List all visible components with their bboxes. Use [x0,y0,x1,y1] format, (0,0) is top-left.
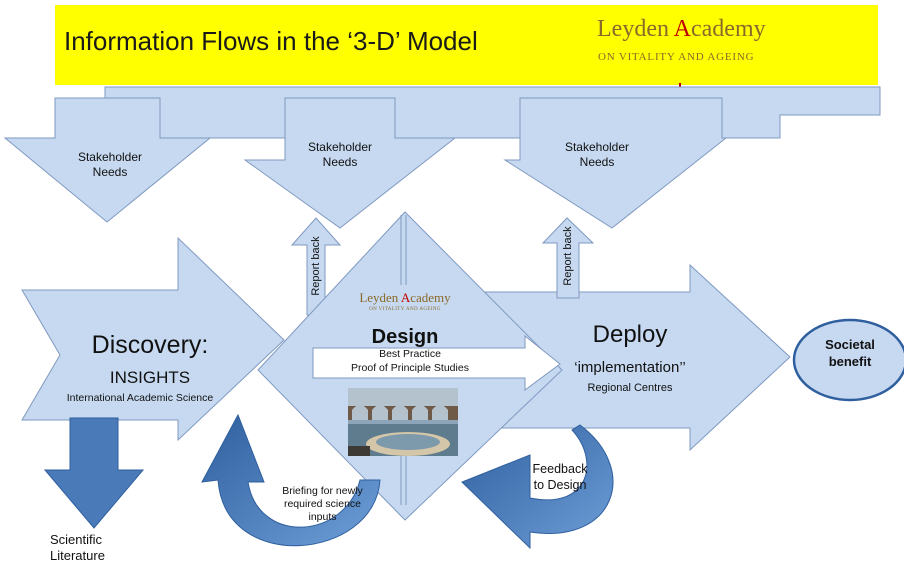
stakeholder-needs-arrow-1 [3,97,212,223]
deploy-detail: Regional Centres [587,382,673,394]
brand-tagline: ON VITALITY AND AGEING [598,51,755,63]
brand-accent: A [673,16,691,42]
design-logo-tagline: ON VITALITY AND AGEING [369,307,441,312]
title-banner [55,5,878,85]
discovery-subtitle: INSIGHTS [109,368,191,387]
discovery-title: Discovery: [91,331,209,359]
report-back-arrow-2 [541,217,595,299]
brand-prefix: Leyden [597,16,674,42]
report-back-label-2: Report back [562,226,574,286]
deploy-title: Deploy [592,321,668,348]
bridge-photo [348,388,458,456]
briefing-curved-arrow [201,413,381,547]
stakeholder-band [104,86,881,139]
stakeholder-needs-arrow-2 [243,97,457,229]
stakeholder-needs-label-1: Stakeholder Needs [77,150,143,179]
literature-arrow [43,417,145,529]
page-title: Information Flows in the ‘3-D’ Model [64,26,478,56]
stakeholder-needs-label-3: Stakeholder Needs [564,140,630,169]
design-title: Design [371,326,439,348]
scientific-literature-label: Scientific Literature [50,532,105,564]
design-logo: Leyden Academy [340,290,470,306]
red-mark [679,83,681,87]
design-logo-prefix: Leyden [359,290,401,305]
design-line-1: Best Practice [379,348,441,360]
feedback-label: Feedback to Design [532,462,588,492]
discovery-detail: International Academic Science [66,392,214,404]
best-practice-arrow [312,334,561,391]
societal-benefit-label: Societal benefit [825,337,875,369]
feedback-curved-arrow [461,424,614,550]
report-back-label-1: Report back [310,236,322,296]
stakeholder-needs-label-2: Stakeholder Needs [307,140,373,169]
briefing-label: Briefing for newly required science inpu… [282,485,363,524]
design-line-2: Proof of Principle Studies [351,362,469,374]
societal-benefit-ellipse [792,318,904,402]
design-logo-accent: A [400,290,411,305]
discovery-arrow [21,236,285,442]
brand-logo: Leyden Academy [597,16,766,43]
design-logo-suffix: cademy [410,290,451,305]
brand-suffix: cademy [690,16,766,42]
stakeholder-needs-arrow-3 [503,97,728,229]
deploy-subtitle: ‘implementation’’ [574,359,686,376]
